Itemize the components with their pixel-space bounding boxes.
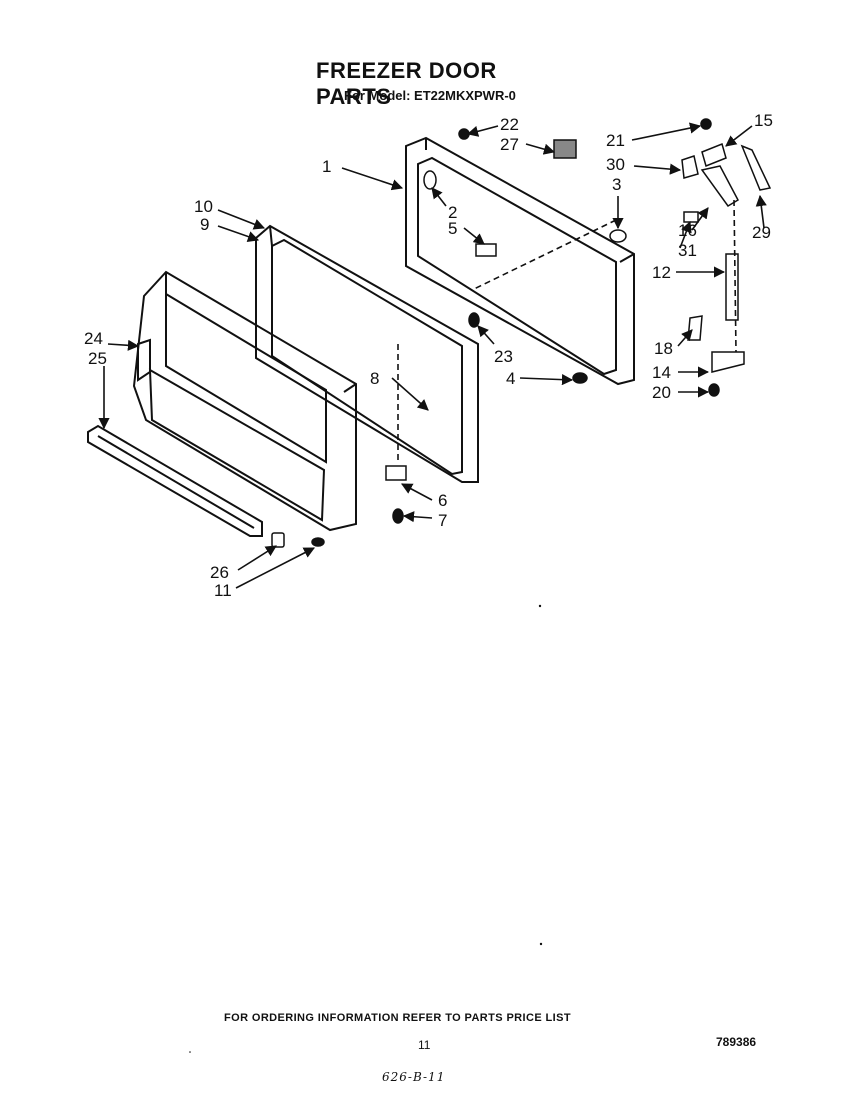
door-trim-strip [87, 424, 263, 537]
callout-6: 6 [438, 491, 447, 510]
callout-15: 15 [754, 111, 773, 130]
callout-1: 1 [322, 157, 331, 176]
callout-22: 22 [500, 115, 519, 134]
part-code: 789386 [716, 1035, 757, 1049]
callout-24: 24 [84, 329, 103, 348]
callout-8: 8 [370, 369, 379, 388]
ordering-info: FOR ORDERING INFORMATION REFER TO PARTS … [224, 1012, 571, 1024]
callout-21: 21 [606, 131, 625, 150]
callout-18: 18 [654, 339, 673, 358]
door-panel-liner [132, 270, 357, 532]
callout-leaders [98, 122, 767, 589]
callout-25: 25 [88, 349, 107, 368]
door-liner-frame [255, 224, 479, 483]
callout-10: 10 [194, 197, 213, 216]
callout-27: 27 [500, 135, 519, 154]
callout-3: 3 [612, 175, 621, 194]
callout-11: 11 [214, 581, 232, 600]
callout-4: 4 [506, 369, 515, 388]
callout-16: 16 [678, 221, 697, 240]
callout-23: 23 [494, 347, 513, 366]
callout-14: 14 [652, 363, 671, 382]
callout-labels: 1 2 3 4 5 6 7 8 9 10 11 12 14 15 16 18 2… [84, 111, 773, 600]
model-line: For Model: ET22MKXPWR-0 [344, 88, 516, 103]
callout-26: 26 [210, 563, 229, 582]
door-frame-part [405, 136, 635, 386]
diagram-title: FREEZER DOOR PARTS [316, 58, 497, 109]
callout-30: 30 [606, 155, 625, 174]
callout-31: 31 [678, 241, 697, 260]
callout-20: 20 [652, 383, 671, 402]
callout-9: 9 [200, 215, 209, 234]
hardware-parts [271, 118, 772, 548]
callout-2: 2 [448, 203, 457, 222]
handwritten-note: 626-B-11 [382, 1070, 446, 1084]
callout-5: 5 [448, 219, 457, 238]
scan-specks [189, 604, 543, 1053]
callout-7: 7 [438, 511, 447, 530]
callout-29: 29 [752, 223, 771, 242]
callout-12: 12 [652, 263, 671, 282]
page-number: 11 [418, 1038, 431, 1052]
